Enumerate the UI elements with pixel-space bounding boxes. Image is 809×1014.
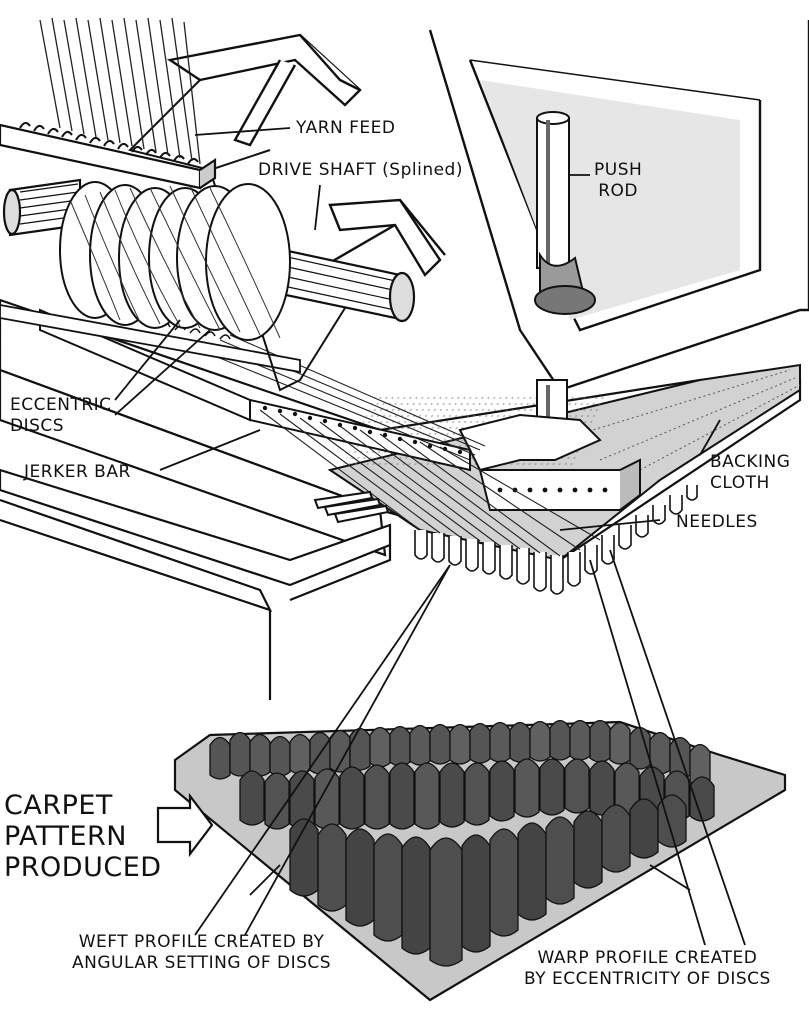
label-drive-shaft: DRIVE SHAFT (Splined) xyxy=(258,160,463,180)
label-eccentric-line1: ECCENTRIC xyxy=(10,395,112,415)
label-yarn-feed: YARN FEED xyxy=(296,118,396,138)
yarn-feed-hooks xyxy=(19,122,199,165)
label-eccentric-discs: ECCENTRIC DISCS xyxy=(10,395,112,437)
label-carpet-line3: PRODUCED xyxy=(4,852,162,883)
label-needles: NEEDLES xyxy=(676,512,758,532)
needles xyxy=(414,485,698,595)
label-weft-profile: WEFT PROFILE CREATED BY ANGULAR SETTING … xyxy=(72,932,331,974)
label-weft-line2: ANGULAR SETTING OF DISCS xyxy=(72,953,332,973)
drive-shaft xyxy=(2,178,416,323)
label-push-rod-line1: PUSH xyxy=(594,160,643,180)
label-push-rod-line2: ROD xyxy=(598,181,639,201)
bed-fingers xyxy=(313,490,390,524)
disc-wraps xyxy=(69,185,281,339)
label-backing-line1: BACKING xyxy=(710,452,791,472)
label-eccentric-line2: DISCS xyxy=(10,416,65,436)
label-weft-line1: WEFT PROFILE CREATED BY xyxy=(78,932,325,952)
lower-guide xyxy=(0,304,301,374)
leader-lines xyxy=(114,127,746,946)
label-backing-cloth: BACKING CLOTH xyxy=(710,452,790,494)
label-carpet-line2: PATTERN xyxy=(4,821,127,852)
yarn-feed-bar xyxy=(0,123,217,190)
push-rod xyxy=(534,111,596,431)
label-push-rod: PUSH ROD xyxy=(594,160,642,202)
yarn-strands-top xyxy=(39,17,201,165)
arrow-icon xyxy=(156,792,214,858)
label-warp-line2: BY ECCENTRICITY OF DISCS xyxy=(524,969,771,989)
label-warp-line1: WARP PROFILE CREATED xyxy=(537,948,758,968)
label-carpet-line1: CARPET xyxy=(4,790,113,821)
label-jerker-bar: JERKER BAR xyxy=(24,462,131,482)
carpet-pile xyxy=(209,719,715,967)
yarn-strands-lower xyxy=(199,334,601,557)
eccentric-discs xyxy=(59,181,291,341)
needle-holes xyxy=(497,487,608,493)
label-carpet-pattern: CARPET PATTERN PRODUCED xyxy=(4,790,162,883)
label-warp-profile: WARP PROFILE CREATED BY ECCENTRICITY OF … xyxy=(524,948,771,990)
label-backing-line2: CLOTH xyxy=(710,473,770,493)
